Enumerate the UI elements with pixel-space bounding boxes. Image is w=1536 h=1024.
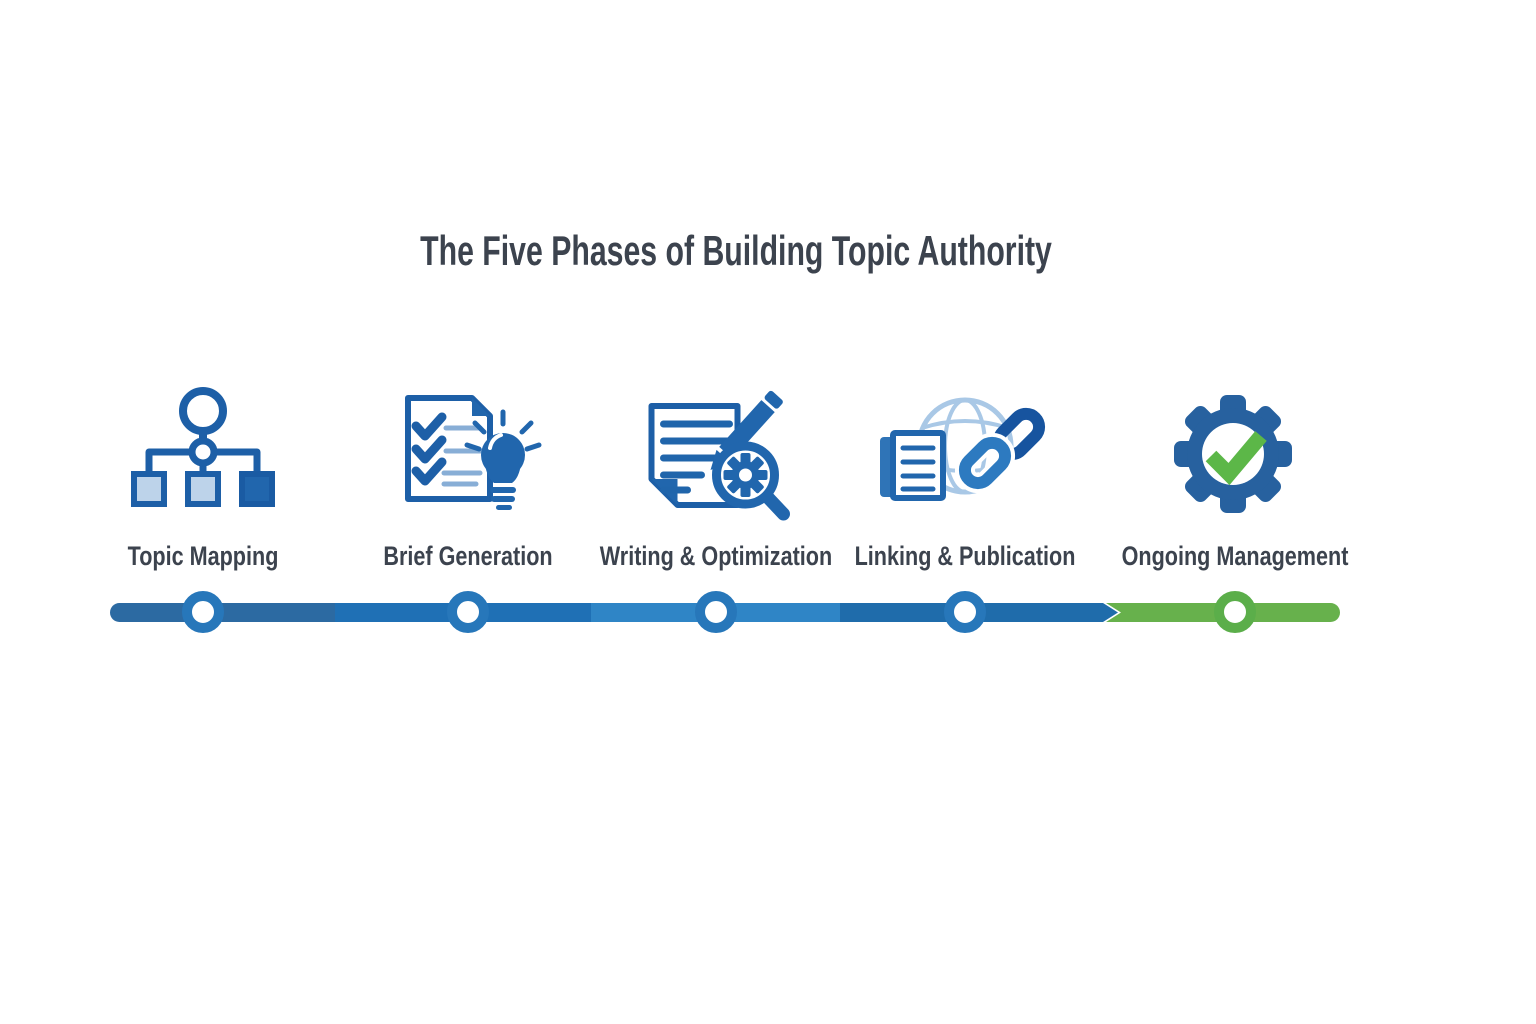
timeline-node-5 xyxy=(1214,591,1256,633)
phase-label-writing-optimization: Writing & Optimization xyxy=(599,541,833,571)
document-pencil-magnifier-icon xyxy=(634,388,799,531)
timeline-node-1 xyxy=(182,591,224,633)
phase-label-ongoing-management: Ongoing Management xyxy=(1121,541,1349,571)
gear-checkmark-icon xyxy=(1173,392,1297,521)
globe-chain-link-icon xyxy=(869,392,1061,507)
page-title: The Five Phases of Building Topic Author… xyxy=(297,227,1174,275)
checklist-lightbulb-icon xyxy=(384,386,552,521)
timeline-node-3 xyxy=(695,591,737,633)
phase-label-topic-mapping: Topic Mapping xyxy=(127,541,279,571)
sitemap-hierarchy-icon xyxy=(124,386,282,513)
phase-label-brief-generation: Brief Generation xyxy=(383,541,553,571)
timeline-node-4 xyxy=(944,591,986,633)
timeline-node-2 xyxy=(447,591,489,633)
page-title-text: The Five Phases of Building Topic Author… xyxy=(420,227,1052,275)
phase-label-linking-publication: Linking & Publication xyxy=(854,541,1076,571)
